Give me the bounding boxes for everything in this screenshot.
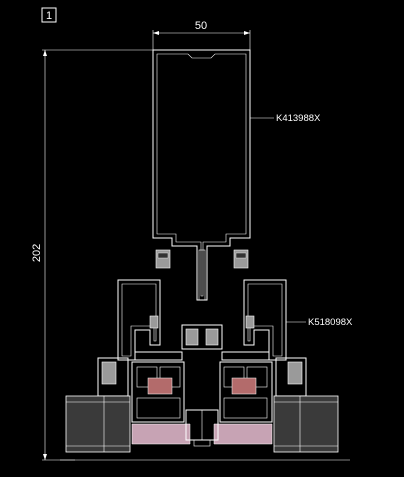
callout-k413988x: K413988X — [250, 113, 321, 124]
sheet-number-box: 1 — [41, 7, 57, 23]
lower-frame-left — [97, 357, 191, 445]
callout-k413988x-label: K413988X — [276, 113, 321, 124]
mullion-profile — [152, 49, 251, 301]
glazing-right — [273, 395, 339, 453]
sheet-number: 1 — [46, 10, 52, 22]
center-drain — [185, 409, 219, 447]
width-dimension-label: 50 — [195, 20, 207, 32]
upper-gaskets — [155, 249, 249, 269]
height-dimension-label: 202 — [31, 244, 43, 262]
callout-k518098x-label: K518098X — [308, 317, 353, 328]
callout-k518098x: K518098X — [286, 317, 353, 328]
height-dimension: 202 — [31, 49, 153, 461]
width-dimension: 50 — [152, 20, 251, 50]
frame-profile — [117, 279, 287, 361]
glazing-left — [65, 395, 131, 453]
lower-frame-right — [213, 357, 307, 445]
